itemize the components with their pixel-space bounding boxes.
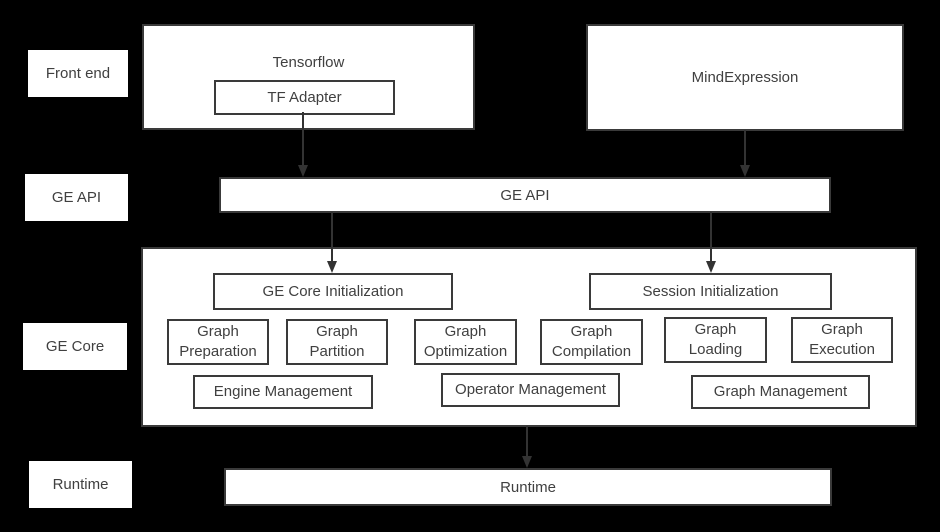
graph-execution-box: Graph Execution [791, 317, 893, 363]
arrow-mindexpression-to-ge-api [739, 130, 751, 177]
row-label-ge-core: GE Core [23, 323, 127, 370]
ge-core-initialization-box: GE Core Initialization [213, 273, 453, 310]
graph-compilation-box: Graph Compilation [540, 319, 643, 365]
arrow-line [331, 212, 333, 264]
engine-management-box: Engine Management [193, 375, 373, 409]
arrow-head-icon [522, 456, 532, 468]
tensorflow-title: Tensorflow [272, 54, 345, 71]
arrow-line [744, 130, 746, 168]
arrow-ge-api-to-session-init [705, 212, 717, 273]
arrow-ge-core-to-runtime [521, 426, 533, 468]
graph-management-box: Graph Management [691, 375, 870, 409]
row-label-front-end: Front end [28, 50, 128, 97]
arrow-head-icon [740, 165, 750, 177]
arrow-ge-api-to-ge-core-init [326, 212, 338, 273]
graph-loading-box: Graph Loading [664, 317, 767, 363]
row-label-runtime: Runtime [29, 461, 132, 508]
ge-core-box: GE Core Initialization Session Initializ… [141, 247, 917, 427]
arrow-line [302, 112, 304, 168]
arrow-head-icon [327, 261, 337, 273]
arrow-head-icon [706, 261, 716, 273]
arrow-line [710, 212, 712, 264]
graph-optimization-box: Graph Optimization [414, 319, 517, 365]
row-label-ge-api: GE API [25, 174, 128, 221]
ge-api-bar: GE API [219, 177, 831, 213]
arrow-tf-adapter-to-ge-api [297, 112, 309, 177]
tensorflow-box: Tensorflow TF Adapter [142, 24, 475, 130]
session-initialization-box: Session Initialization [589, 273, 832, 310]
graph-partition-box: Graph Partition [286, 319, 388, 365]
runtime-bar: Runtime [224, 468, 832, 506]
graph-preparation-box: Graph Preparation [167, 319, 269, 365]
arrow-line [526, 426, 528, 459]
tf-adapter-box: TF Adapter [214, 80, 395, 115]
arrow-head-icon [298, 165, 308, 177]
mindexpression-box: MindExpression [586, 24, 904, 131]
operator-management-box: Operator Management [441, 373, 620, 407]
